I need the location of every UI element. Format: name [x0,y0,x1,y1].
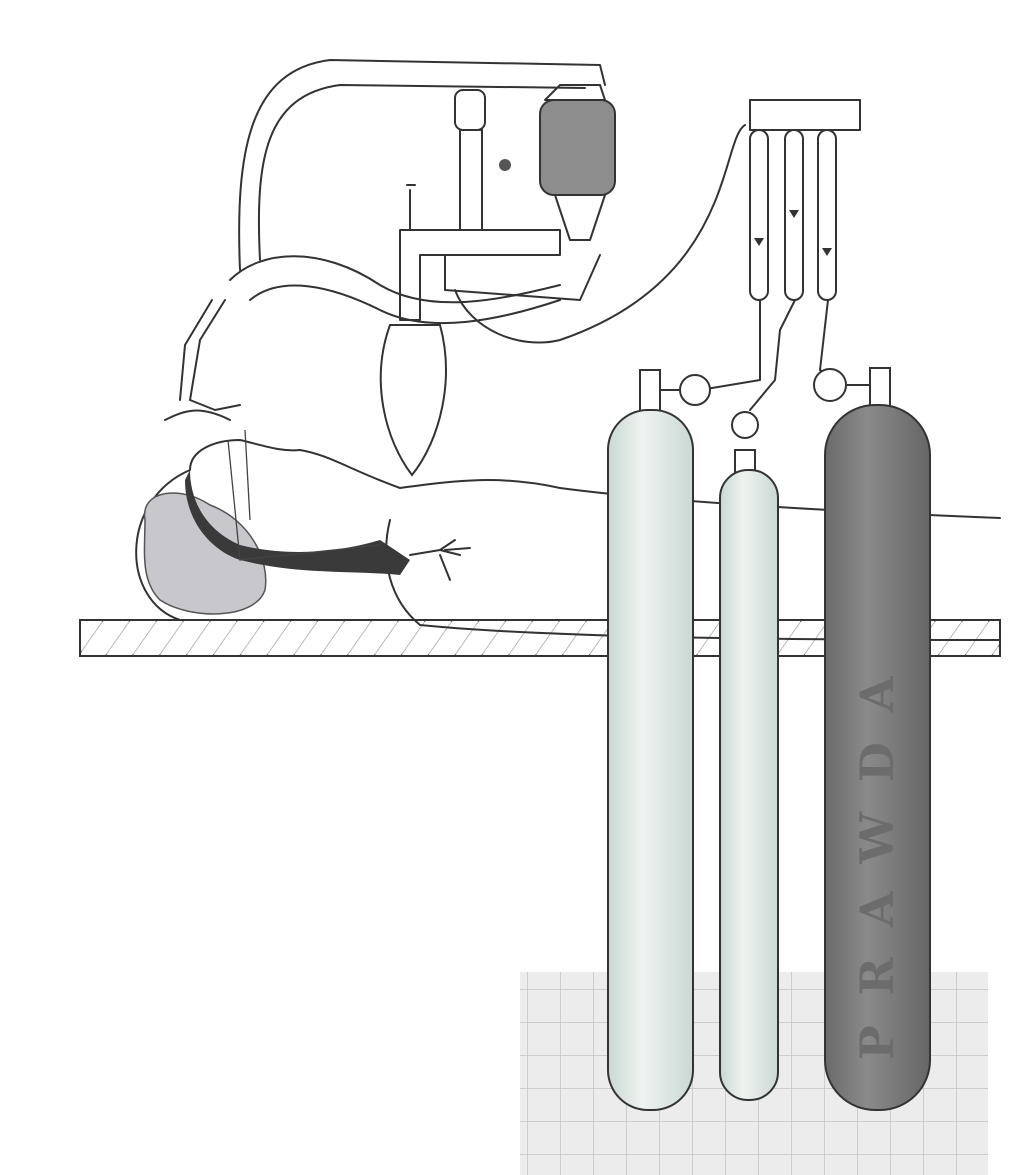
cylinder-label: PRAWDA [850,647,904,1060]
brain [143,492,267,615]
gas-cylinder-dark [824,404,931,1111]
absorber-assembly [379,84,616,477]
breathing-circuit [164,59,606,421]
airway [185,470,410,575]
flowmeter [454,99,861,411]
gas-cylinder-large [607,409,694,1111]
gas-cylinder-small [719,469,779,1101]
reservoir-bag [379,324,447,477]
